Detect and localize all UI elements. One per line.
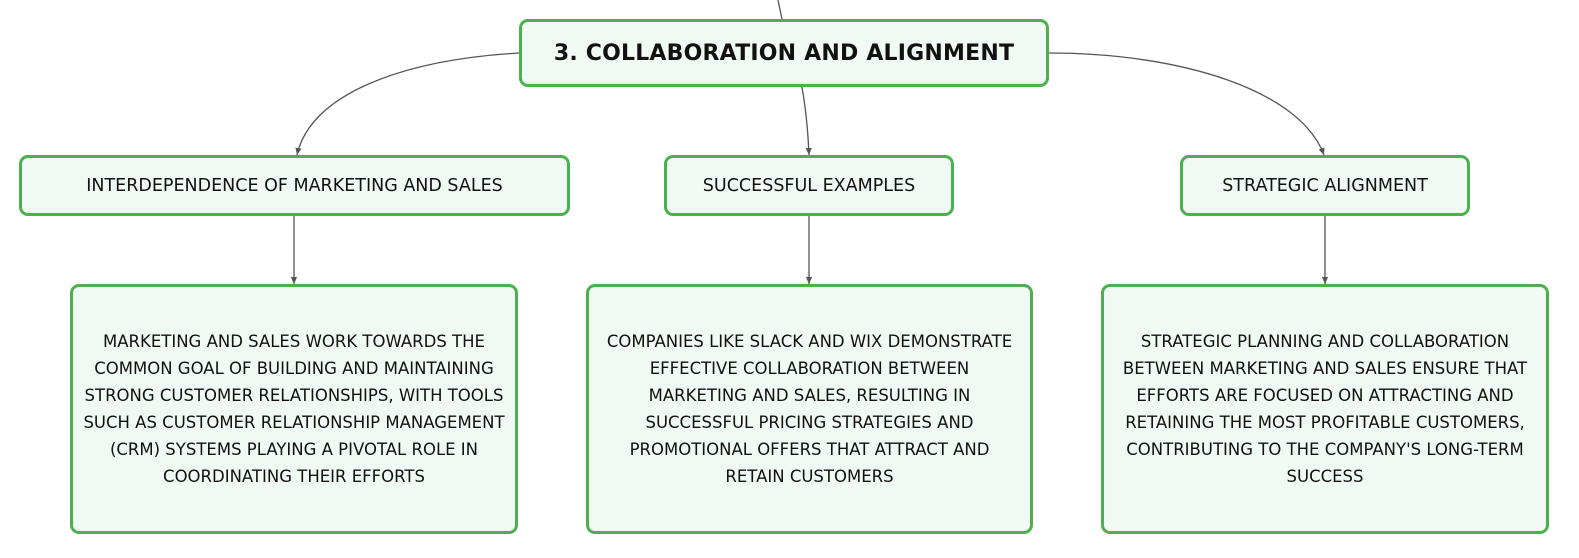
branch-node-label: INTERDEPENDENCE OF MARKETING AND SALES (86, 175, 503, 196)
connector-root-to-branch-2 (801, 86, 812, 156)
root-node[interactable]: 3. COLLABORATION AND ALIGNMENT (519, 19, 1049, 87)
leaf-node-text: COMPANIES LIKE SLACK AND WIX DEMONSTRATE… (606, 332, 1013, 486)
connector-parent-to-root (777, 0, 783, 20)
branch-node-strategic-alignment[interactable]: STRATEGIC ALIGNMENT (1180, 155, 1470, 216)
leaf-node-successful-examples-detail[interactable]: COMPANIES LIKE SLACK AND WIX DEMONSTRATE… (586, 284, 1033, 534)
leaf-node-text: STRATEGIC PLANNING AND COLLABORATION BET… (1122, 332, 1528, 486)
leaf-node-strategic-alignment-detail[interactable]: STRATEGIC PLANNING AND COLLABORATION BET… (1101, 284, 1549, 534)
root-node-label: 3. COLLABORATION AND ALIGNMENT (553, 40, 1015, 66)
leaf-node-text: MARKETING AND SALES WORK TOWARDS THE COM… (83, 332, 505, 486)
connector-root-to-branch-1 (295, 52, 520, 156)
leaf-node-interdependence-detail[interactable]: MARKETING AND SALES WORK TOWARDS THE COM… (70, 284, 518, 534)
branch-node-successful-examples[interactable]: SUCCESSFUL EXAMPLES (664, 155, 954, 216)
connector-root-to-branch-3 (1048, 52, 1325, 156)
branch-node-label: SUCCESSFUL EXAMPLES (702, 175, 916, 196)
branch-node-interdependence[interactable]: INTERDEPENDENCE OF MARKETING AND SALES (19, 155, 570, 216)
branch-node-label: STRATEGIC ALIGNMENT (1222, 175, 1428, 196)
